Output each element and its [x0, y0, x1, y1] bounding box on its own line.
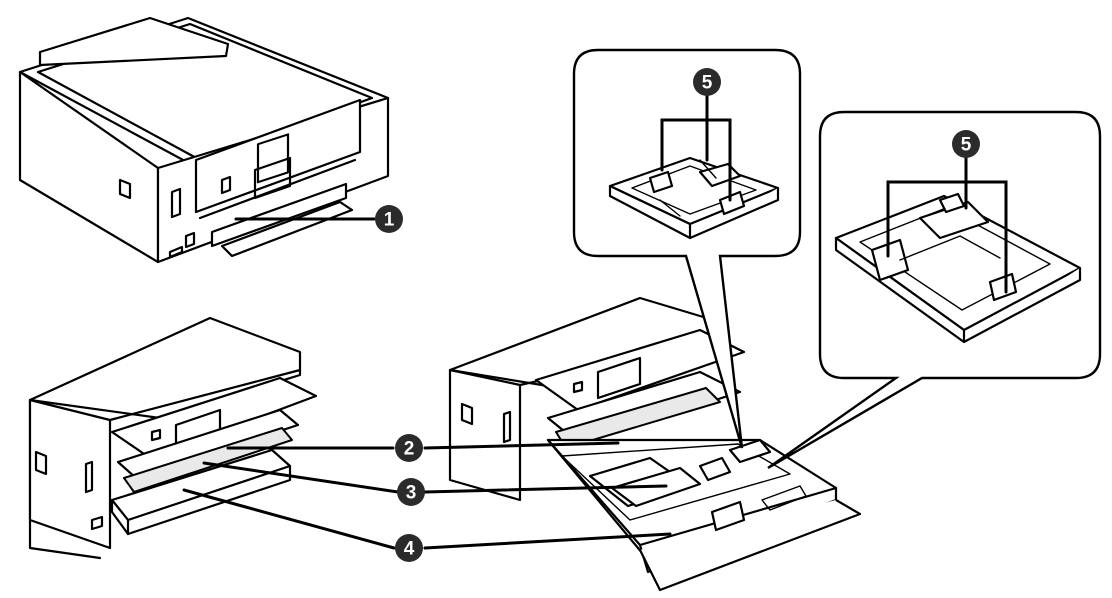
zoom-inset-large-cassette	[767, 110, 1102, 470]
leader-lines	[182, 94, 1008, 550]
printer-cassette-out-illustration	[448, 296, 862, 592]
svg-text:2: 2	[404, 439, 415, 460]
callout-badge-4: 4	[395, 534, 423, 562]
svg-text:4: 4	[404, 539, 415, 560]
callout-badge-1: 1	[375, 205, 403, 233]
callout-badge-5-small-inset: 5	[693, 68, 721, 96]
svg-text:5: 5	[702, 73, 713, 94]
svg-text:1: 1	[384, 210, 395, 231]
printer-closed-illustration	[18, 16, 390, 264]
callout-badge-2: 2	[395, 434, 423, 462]
callout-badge-5-large-inset: 5	[952, 130, 980, 158]
svg-text:5: 5	[961, 135, 972, 156]
svg-text:3: 3	[406, 483, 417, 504]
callout-badge-3: 3	[397, 478, 425, 506]
printer-open-illustration	[28, 316, 318, 560]
